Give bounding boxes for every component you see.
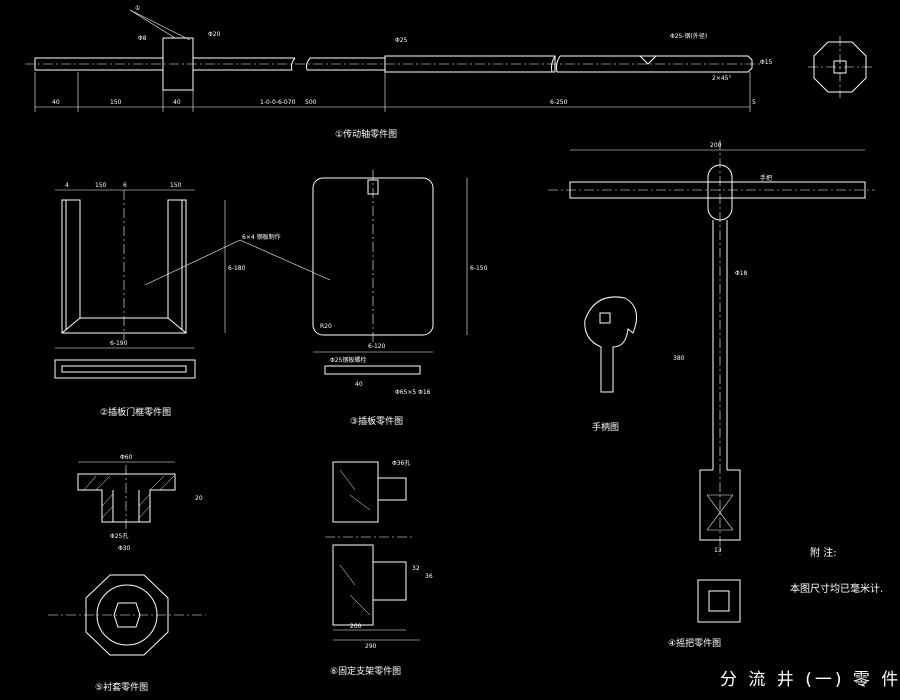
shaft-label-d8: Φ8 — [138, 35, 147, 42]
plate-drawing: 6-120 6-150 R20 Φ25钢板螺栓 40 Φ65×5 Φ16 ③插板… — [312, 170, 488, 427]
sleeve-dim-hole: Φ25孔 — [110, 532, 128, 540]
handle-dim-d18: Φ18 — [735, 270, 748, 277]
handle-dim-13: 13 — [714, 547, 722, 554]
gate-material-label: 6×4 钢板制作 — [242, 233, 281, 241]
shaft-dim-3: 40 — [173, 99, 181, 106]
shaft-dim-5: 500 — [305, 99, 317, 106]
sleeve-dim-d60: Φ60 — [120, 454, 133, 461]
handle-section-inner — [708, 590, 730, 612]
shaft-dim-6: 6-250 — [550, 99, 568, 106]
gate-frame-drawing: 4 150 6 150 6-180 6-190 6×4 钢板制作 ②插板门框零件… — [54, 182, 331, 418]
sleeve-dim-20: 20 — [195, 495, 203, 502]
shaft-label-chamfer: 2×45° — [712, 75, 731, 82]
notes-heading: 附 注: — [810, 546, 837, 559]
handle-hub — [707, 164, 733, 221]
gate-dim-3: 6 — [123, 182, 127, 189]
plate-dim-bolt: 40 — [355, 381, 363, 388]
bracket-dim-32: 32 — [412, 565, 420, 572]
shaft-label-d25: Φ25 — [395, 37, 408, 44]
bracket-dim-hole: Φ36孔 — [392, 459, 410, 467]
shaft-section-octagon — [813, 41, 867, 93]
drawing-main-title: 分 流 井 (一) 零 件 图 — [720, 670, 900, 690]
sleeve-section — [77, 473, 176, 523]
gate-dim-2: 150 — [95, 182, 107, 189]
plate-bolt-label: Φ25钢板螺栓 — [330, 356, 366, 364]
crank-sketch — [584, 296, 638, 393]
bracket-title: ⑥固定支架零件图 — [330, 665, 401, 677]
handle-socket — [699, 469, 741, 541]
gate-dim-1: 4 — [65, 182, 69, 189]
gate-dim-4: 150 — [170, 182, 182, 189]
shaft-dim-4: 1-0-0-6-070 — [260, 99, 296, 106]
handle-grip-label: 手把 — [760, 174, 772, 182]
shaft-drawing: 40 150 40 1-0-0-6-070 500 6-250 5 ① Φ8 Φ… — [25, 5, 872, 140]
crank-title: 手柄图 — [592, 421, 619, 433]
handle-dim-length: 200 — [710, 142, 722, 149]
bracket-dim-200: 200 — [350, 623, 362, 630]
handle-title: ④摇把零件图 — [668, 637, 721, 649]
sleeve-title: ⑤衬套零件图 — [95, 681, 148, 693]
shaft-label-part: ① — [135, 5, 140, 12]
bracket-upper-block — [332, 461, 379, 523]
handle-drawing: 200 手把 Φ18 380 13 ④摇把零件图 手柄图 — [548, 140, 875, 649]
bracket-dim-36: 36 — [425, 573, 433, 580]
sleeve-dim-d30: Φ30 — [118, 545, 131, 552]
plate-dim-width: 6-120 — [368, 343, 386, 350]
gate-title: ②插板门框零件图 — [100, 406, 171, 418]
shaft-groove — [639, 55, 657, 65]
gate-frame-outline — [61, 199, 187, 334]
gate-dim-width: 6-190 — [110, 340, 128, 347]
bracket-dim-290: 290 — [365, 643, 377, 650]
shaft-title: ①传动轴零件图 — [335, 128, 397, 140]
shaft-label-d20: Φ20 — [208, 31, 221, 38]
plate-dim-rod: Φ65×5 Φ16 — [395, 389, 431, 396]
plate-title: ③插板零件图 — [350, 415, 403, 427]
shaft-label-tube: Φ25-钢(外径) — [670, 32, 707, 40]
gate-dim-height: 6-180 — [228, 265, 246, 272]
handle-dim-height: 380 — [673, 355, 685, 362]
notes-line-1: 本图尺寸均已毫米计. — [790, 582, 883, 595]
shaft-middle-segment — [193, 57, 295, 71]
shaft-dim-1: 40 — [52, 99, 60, 106]
sleeve-drawing: Φ60 20 Φ25孔 Φ30 ⑤衬套零件图 — [48, 454, 206, 693]
plate-dim-radius: R20 — [320, 323, 332, 330]
sleeve-octagon — [85, 574, 169, 656]
plate-side-view — [324, 365, 421, 375]
shaft-label-d15: Φ15 — [760, 59, 773, 66]
gate-frame-bottom-view — [54, 359, 196, 379]
plate-dim-height: 6-150 — [470, 265, 488, 272]
handle-section-outer — [697, 579, 741, 623]
shaft-dim-2: 150 — [110, 99, 122, 106]
bracket-drawing: Φ36孔 32 36 200 290 ⑥固定支架零件图 — [325, 459, 433, 677]
shaft-dim-7: 5 — [752, 99, 756, 106]
bracket-lower-block — [332, 544, 374, 626]
